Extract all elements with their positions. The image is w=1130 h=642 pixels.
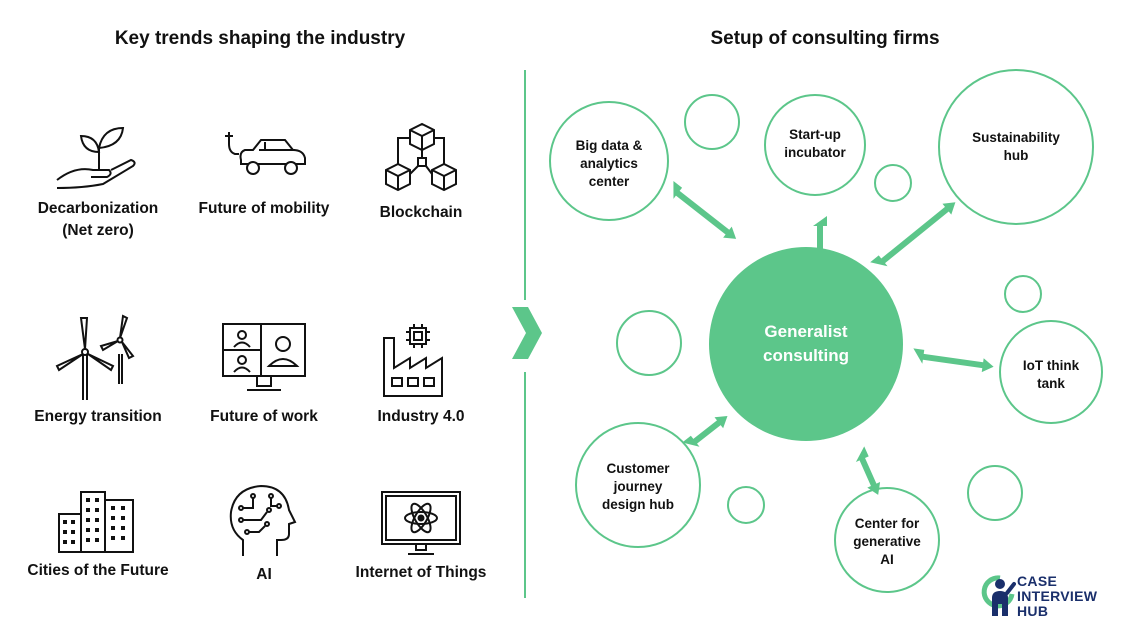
trend-blockchain: Blockchain <box>336 122 506 224</box>
double-arrow <box>682 415 728 447</box>
trend-mobility: Future of mobility <box>179 122 349 220</box>
trend-label: Energy transition <box>34 408 162 425</box>
trend-label: AI <box>256 566 272 583</box>
logo-person-icon <box>981 575 1016 616</box>
logo-line: HUB <box>1017 603 1049 619</box>
trend-label: Internet of Things <box>355 564 487 581</box>
trend-label: Industry 4.0 <box>377 408 465 425</box>
hub-circle <box>938 69 1094 225</box>
empty-circle <box>874 164 912 202</box>
trend-decarbonization: Decarbonization (Net zero) <box>13 122 183 242</box>
center-label: Generalist consulting <box>763 322 849 365</box>
trend-label: Future of work <box>210 408 318 425</box>
trend-cities: Cities of the Future <box>13 490 183 582</box>
hub-circle <box>575 422 701 548</box>
double-arrow <box>855 446 881 495</box>
factory-icon <box>383 324 443 397</box>
trend-industry: Industry 4.0 <box>336 324 506 428</box>
hub-label-generative-ai: Center for generative AI <box>853 516 921 567</box>
center-circle <box>709 247 903 441</box>
trend-work: Future of work <box>179 322 349 428</box>
trend-label: Future of mobility <box>198 200 330 217</box>
logo-line: INTERVIEW <box>1017 588 1098 604</box>
double-arrow <box>870 202 956 267</box>
logo-line: CASE <box>1017 573 1058 589</box>
left-title: Key trends shaping the industry <box>114 28 406 49</box>
car-icon <box>225 132 306 175</box>
hub-label-startup: Start-up incubator <box>784 127 846 160</box>
empty-circle <box>727 486 765 524</box>
trend-ai: AI <box>179 484 349 586</box>
right-title: Setup of consulting firms <box>710 28 940 49</box>
empty-circle <box>616 310 682 376</box>
wind-turbine-icon <box>55 314 135 400</box>
plant-hand-icon <box>56 126 136 189</box>
hub-circle <box>764 94 866 196</box>
double-arrow <box>813 216 827 260</box>
hub-circle <box>834 487 940 593</box>
empty-circle <box>1004 275 1042 313</box>
blockchain-icon <box>385 122 457 192</box>
empty-circle <box>967 465 1023 521</box>
buildings-icon <box>58 491 134 553</box>
empty-circle <box>684 94 740 150</box>
hub-label-big-data: Big data & analytics center <box>575 138 643 189</box>
divider-bottom <box>524 372 526 598</box>
hub-label-customer: Customer journey design hub <box>602 461 674 512</box>
trend-energy: Energy transition <box>13 314 183 428</box>
video-call-icon <box>222 323 306 391</box>
trend-label: Cities of the Future <box>27 562 169 579</box>
iot-monitor-icon <box>381 491 461 555</box>
double-arrow <box>913 348 994 373</box>
trend-label: Blockchain <box>379 204 463 221</box>
logo-wordmark: CASE INTERVIEW HUB <box>1017 574 1097 619</box>
trend-label: Decarbonization (Net zero) <box>37 200 159 239</box>
hub-label-iot: IoT think tank <box>1022 358 1080 391</box>
double-arrow <box>673 181 737 239</box>
hub-label-sustainability: Sustainability hub <box>972 130 1060 163</box>
hub-circle <box>549 101 669 221</box>
hub-circle <box>999 320 1103 424</box>
divider-top <box>524 70 526 300</box>
ai-head-icon <box>229 484 297 556</box>
chevron-right-icon <box>512 307 542 359</box>
trend-iot: Internet of Things <box>336 490 506 584</box>
